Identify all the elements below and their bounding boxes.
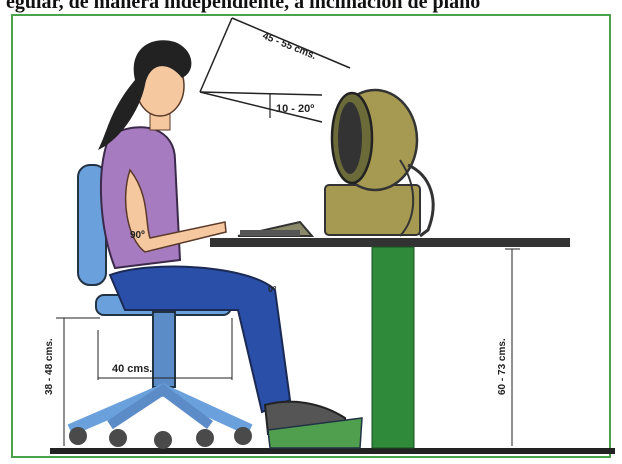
view-angle-label: 10 - 20º [276, 103, 314, 115]
knee-angle-label: 0º [268, 284, 277, 294]
elbow-angle-label: 90º [130, 230, 145, 241]
desk-leg [372, 247, 414, 448]
desk-top [210, 238, 570, 247]
keyboard [238, 222, 312, 236]
monitor [325, 90, 433, 236]
seat-depth-label: 40 cms. [112, 363, 152, 375]
desk-height-label: 60 - 73 cms. [497, 338, 508, 395]
view-distance-label: 45 - 55 cms. [261, 31, 318, 63]
floor-line [50, 448, 615, 454]
seat-height-label: 38 - 48 cms. [44, 338, 55, 395]
